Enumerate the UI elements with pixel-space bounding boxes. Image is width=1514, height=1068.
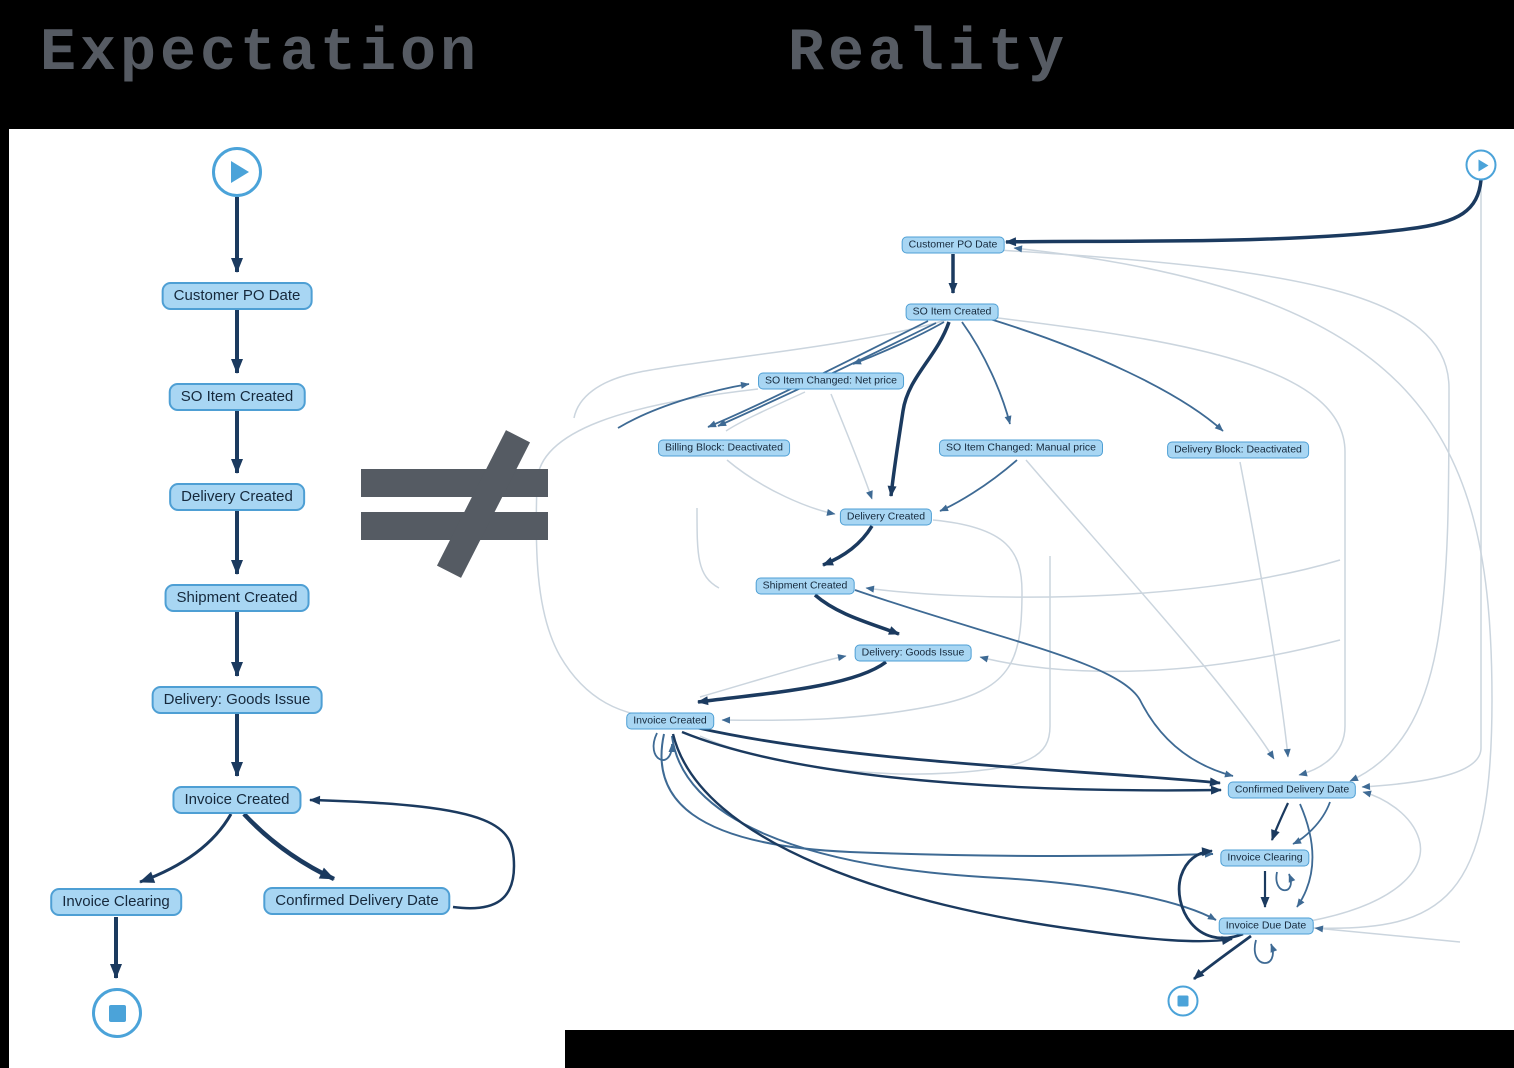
expectation-node-customer-po-date: Customer PO Date (161, 282, 313, 310)
stop-icon (108, 1004, 126, 1022)
neq-top-bar (361, 469, 548, 497)
reality-node-delivery-goods-issue: Delivery: Goods Issue (854, 644, 972, 662)
reality-node-confirmed-delivery-date: Confirmed Delivery Date (1227, 781, 1357, 799)
header-reality: Reality (788, 20, 1069, 88)
expectation-start-event (212, 147, 262, 197)
expectation-node-delivery-goods-issue: Delivery: Goods Issue (151, 686, 323, 714)
expectation-node-invoice-created: Invoice Created (172, 786, 302, 814)
reality-node-so-item-changed-net-price: SO Item Changed: Net price (758, 372, 904, 390)
expectation-node-confirmed-delivery-date: Confirmed Delivery Date (263, 887, 451, 915)
reality-node-billing-block-deactivated: Billing Block: Deactivated (658, 439, 790, 457)
stop-icon (1177, 995, 1189, 1007)
reality-node-so-item-created: SO Item Created (905, 303, 999, 321)
expectation-node-delivery-created: Delivery Created (169, 483, 305, 511)
reality-node-delivery-created: Delivery Created (839, 508, 933, 526)
expectation-node-shipment-created: Shipment Created (164, 584, 310, 612)
reality-node-invoice-clearing: Invoice Clearing (1220, 849, 1310, 867)
reality-node-so-item-changed-manual-price: SO Item Changed: Manual price (939, 439, 1103, 457)
play-icon (231, 161, 249, 183)
expectation-end-event (92, 988, 142, 1038)
reality-node-shipment-created: Shipment Created (755, 577, 855, 595)
header-expectation: Expectation (40, 20, 481, 88)
reality-node-delivery-block-deactivated: Delivery Block: Deactivated (1167, 441, 1309, 459)
play-icon (1478, 159, 1488, 171)
reality-node-invoice-due-date: Invoice Due Date (1218, 917, 1314, 935)
reality-panel (565, 129, 1514, 1030)
reality-node-invoice-created: Invoice Created (626, 712, 714, 730)
reality-end-event (1167, 985, 1199, 1017)
reality-node-customer-po-date: Customer PO Date (901, 236, 1005, 254)
expectation-node-so-item-created: SO Item Created (168, 383, 306, 411)
expectation-node-invoice-clearing: Invoice Clearing (50, 888, 182, 916)
reality-start-event (1465, 149, 1497, 181)
